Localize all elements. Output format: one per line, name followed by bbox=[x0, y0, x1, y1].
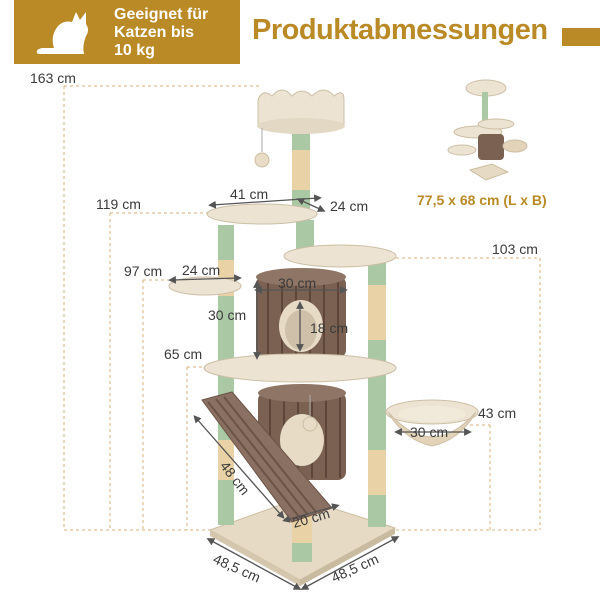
dimension-arrows bbox=[168, 194, 472, 590]
height-65-label: 65 cm bbox=[164, 346, 203, 362]
cave-width-label: 30 cm bbox=[278, 275, 317, 291]
weight-badge-text: Geeignet für Katzen bis 10 kg bbox=[114, 6, 208, 60]
hanging-basket bbox=[385, 399, 479, 447]
title-accent-bar bbox=[562, 28, 600, 46]
middle-platform bbox=[203, 353, 397, 383]
height-43-label: 43 cm bbox=[478, 405, 517, 421]
upper-right-platform bbox=[283, 244, 397, 268]
left-platform-width-label: 24 cm bbox=[182, 262, 221, 278]
page-title: Produktabmessungen bbox=[252, 14, 548, 46]
footprint-label: 77,5 x 68 cm (L x B) bbox=[417, 192, 547, 208]
badge-line-2: Katzen bis bbox=[114, 24, 195, 41]
weight-badge: Geeignet für Katzen bis 10 kg bbox=[14, 0, 240, 64]
cave-height-label: 30 cm bbox=[208, 307, 247, 323]
top-bed bbox=[254, 89, 345, 168]
cave-door-label: 18 cm bbox=[310, 320, 349, 336]
cat-icon bbox=[36, 12, 88, 54]
height-119-label: 119 cm bbox=[96, 196, 141, 212]
product-thumbnail bbox=[447, 79, 528, 181]
badge-line-1: Geeignet für bbox=[114, 6, 209, 23]
total-height-label: 163 cm bbox=[30, 70, 76, 86]
height-103-label: 103 cm bbox=[492, 241, 538, 257]
top-platform-width-label: 41 cm bbox=[230, 186, 269, 202]
basket-width-label: 30 cm bbox=[410, 424, 449, 440]
top-platform-depth-label: 24 cm bbox=[330, 198, 369, 214]
height-97-label: 97 cm bbox=[124, 263, 163, 279]
top-platform bbox=[206, 203, 318, 225]
badge-line-3: 10 kg bbox=[114, 42, 155, 59]
